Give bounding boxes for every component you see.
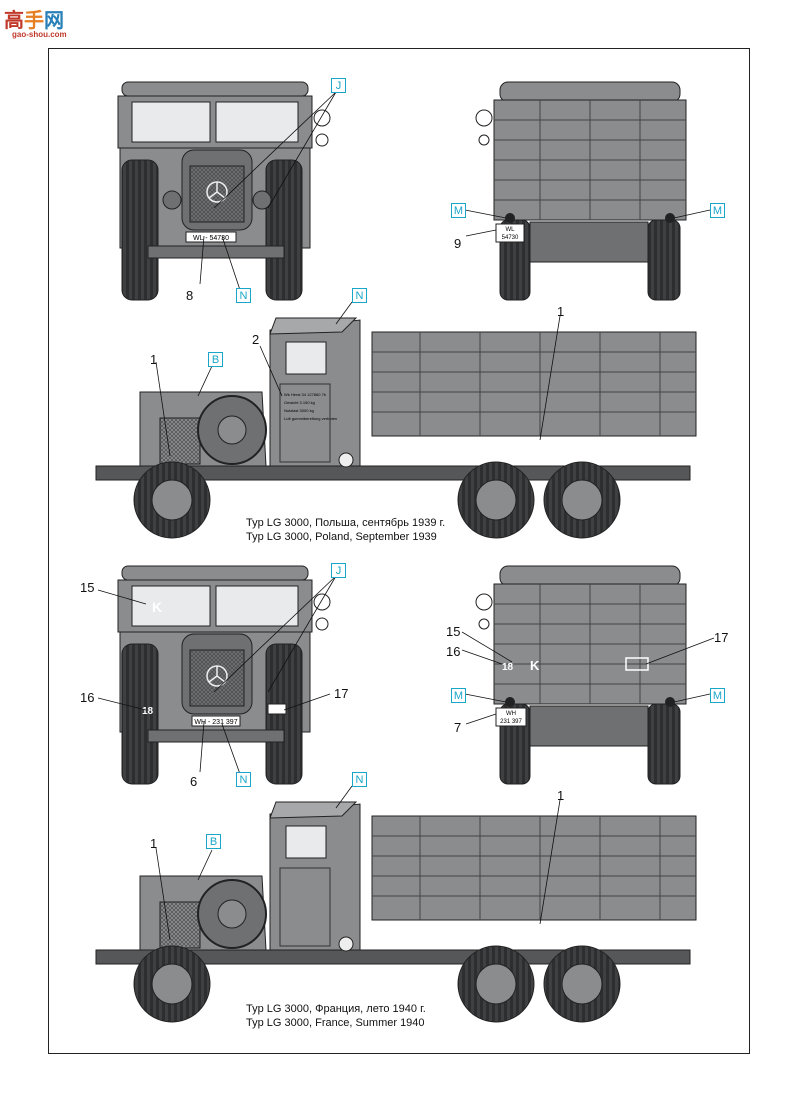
drawing-frame xyxy=(48,48,750,1054)
callout-box: J xyxy=(331,563,346,578)
rear-plate-2-a: WH xyxy=(506,711,516,717)
front-plate-2: WH - 231 397 xyxy=(194,719,237,726)
callout-number: 6 xyxy=(190,774,198,789)
callout-box: M xyxy=(710,688,725,703)
door-text: Luft gummibereifung verboten xyxy=(284,416,337,421)
callout-box: B xyxy=(208,352,223,367)
callout-box: M xyxy=(451,688,466,703)
watermark-char: 网 xyxy=(44,10,64,32)
leader-lines xyxy=(97,91,715,941)
callout-box: N xyxy=(352,772,367,787)
front-view-2: K 18 WH - 231 397 xyxy=(117,565,331,785)
front-plate-1: WL - 54730 xyxy=(193,235,229,242)
caption-1: Typ LG 3000, Польша, сентябрь 1939 г. Ty… xyxy=(246,516,445,544)
door-text: Gewicht 3.150 kg xyxy=(284,400,315,405)
rear-plate-1-b: 54730 xyxy=(502,235,519,241)
tactical-k-rear: K xyxy=(530,658,540,673)
callout-number: 1 xyxy=(557,304,565,319)
rear-view-1: WL 54730 xyxy=(475,81,687,301)
watermark-char: 高 xyxy=(4,10,24,32)
callout-number: 17 xyxy=(714,630,729,645)
callout-number: 9 xyxy=(454,236,462,251)
callout-number: 16 xyxy=(446,644,461,659)
callout-number: 7 xyxy=(454,720,462,735)
watermark-logo: 高手网 gao-shou.com xyxy=(4,4,84,39)
caption-2-en: Typ LG 3000, France, Summer 1940 xyxy=(246,1017,425,1029)
callout-number: 17 xyxy=(334,686,349,701)
callout-box: J xyxy=(331,78,346,93)
caption-2-ru: Typ LG 3000, Франция, лето 1940 г. xyxy=(246,1003,426,1015)
callout-number: 1 xyxy=(557,788,565,803)
callout-box: N xyxy=(236,288,251,303)
tactical-k-front: K xyxy=(152,599,162,615)
callout-box: N xyxy=(236,772,251,787)
callout-box: B xyxy=(206,834,221,849)
callout-number: 15 xyxy=(80,580,95,595)
side-view-1: Wk Herst 34 127860 7b Gewicht 3.150 kg N… xyxy=(95,317,697,539)
rear-view-2: 18 K WH 231 397 xyxy=(475,565,687,785)
front-view-1: WL - 54730 xyxy=(117,81,331,301)
rear-plate-2-b: 231 397 xyxy=(500,719,522,725)
door-text: Wk Herst 34 127860 7b xyxy=(284,392,327,397)
callout-box: N xyxy=(352,288,367,303)
callout-number: 1 xyxy=(150,352,158,367)
rear-plate-1-a: WL xyxy=(506,227,516,233)
caption-1-en: Typ LG 3000, Poland, September 1939 xyxy=(246,531,437,543)
callout-box: M xyxy=(451,203,466,218)
callout-number: 2 xyxy=(252,332,260,347)
caption-2: Typ LG 3000, Франция, лето 1940 г. Typ L… xyxy=(246,1002,426,1030)
unit-number-front: 18 xyxy=(142,706,154,717)
unit-number-rear: 18 xyxy=(502,662,514,673)
callout-number: 15 xyxy=(446,624,461,639)
watermark-char: 手 xyxy=(24,10,44,32)
watermark-url: gao-shou.com xyxy=(12,30,67,39)
caption-1-ru: Typ LG 3000, Польша, сентябрь 1939 г. xyxy=(246,517,446,529)
side-view-2 xyxy=(95,801,697,1023)
callout-box: M xyxy=(710,203,725,218)
callout-number: 1 xyxy=(150,836,158,851)
callout-number: 16 xyxy=(80,690,95,705)
door-text: Nutzlast 3000 kg xyxy=(284,408,314,413)
callout-number: 8 xyxy=(186,288,194,303)
